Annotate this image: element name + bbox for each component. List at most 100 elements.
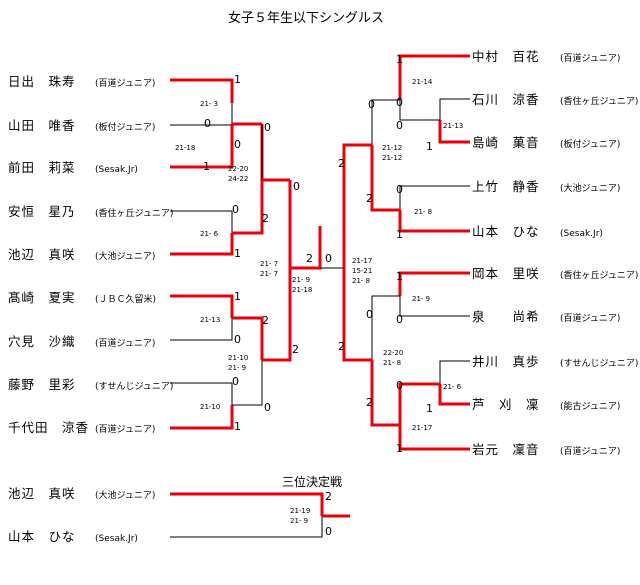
player-name: 千代田 涼香 [8,420,89,435]
round-result: 0 [396,313,403,326]
player-team: (板付ジュニア) [560,138,620,150]
scores-left: 21- 3 1 0 21-18 0 1 22-20 24-22 0 2 21- … [175,73,313,433]
match-score: 21- 8 [414,208,432,216]
player-team: (大池ジュニア) [95,250,155,262]
round-result: 0 [366,308,373,321]
player-name: 藤野 里彩 [8,377,76,392]
round-result: 0 [293,180,300,193]
round-result: 1 [426,140,433,153]
bracket-line [399,185,470,210]
player-team: (ＪＢＣ久留米) [95,293,156,305]
match-score: 21- 7 [260,270,278,278]
match-score: 21- 9 [228,364,246,372]
match-score: 21- 9 [292,276,310,284]
player-team: (香住ヶ丘ジュニア) [95,207,173,219]
round-result: 1 [234,290,241,303]
round-result: 1 [396,442,403,455]
round-result: 0 [325,525,332,538]
player-list-left: 日出 珠寿 (百道ジュニア) 山田 唯香 (板付ジュニア) 前田 莉菜 (Ses… [8,74,173,435]
round-result: 2 [366,192,373,205]
round-result: 0 [264,121,271,134]
round-result: 1 [396,228,403,241]
player-name: 池辺 真咲 [8,247,76,262]
player-team: (Sesak.Jr) [95,534,138,544]
round-result: 1 [396,53,403,66]
bracket-line [399,296,470,317]
match-score: 21- 8 [352,277,370,285]
round-result: 2 [338,340,345,353]
winner-line [170,492,324,516]
match-score: 21-17 [412,424,432,432]
match-score: 21- 9 [412,295,430,303]
player-team: (すせんじジュニア) [560,358,638,369]
player-name: 安恒 星乃 [8,204,76,219]
player-name: 髙崎 夏実 [8,290,76,305]
match-score: 21-17 [352,257,372,265]
winner-line [170,233,234,256]
winner-line [290,226,322,270]
round-result: 1 [234,247,241,260]
bracket-line [371,99,400,145]
round-result: 2 [262,314,269,327]
match-score: 21- 7 [260,260,278,268]
round-result: 2 [292,343,299,356]
winner-line [342,268,372,362]
player-name: 泉 尚希 [472,309,540,324]
match-score: 21-13 [200,316,220,324]
winner-line [398,382,440,425]
match-score: 22-20 [383,349,403,357]
round-result: 1 [426,402,433,415]
winner-line [370,145,400,212]
round-result: 1 [396,270,403,283]
round-result: 0 [325,252,332,265]
player-team: (能古ジュニア) [560,400,620,412]
player-name: 石川 涼香 [472,92,540,107]
round-result: 2 [338,157,345,170]
round-result: 0 [368,98,375,111]
bracket-line [170,382,233,405]
player-name: 岡本 里咲 [472,266,540,281]
match-score: 21-12 [382,144,402,152]
match-score: 21- 6 [443,383,462,391]
player-team: (Sesak.Jr) [95,165,138,175]
match-score: 21- 9 [290,517,308,525]
player-team: (Sesak.Jr) [560,229,603,239]
winner-line [438,120,470,144]
bracket-lines-left [170,78,322,430]
round-result: 2 [262,212,269,225]
winner-line [438,384,470,406]
player-name: 岩元 凜音 [472,442,540,457]
match-score: 21-10 [228,354,248,362]
third-place-title: 三位決定戦 [282,474,342,489]
player-name: 島崎 菓音 [472,135,540,150]
match-score: 24-22 [228,175,248,183]
winner-line [170,294,234,318]
round-result: 0 [264,401,271,414]
player-name: 池辺 真咲 [8,486,76,501]
player-team: (百道ジュニア) [95,423,155,435]
round-result: 0 [232,203,239,216]
player-name: 前田 莉菜 [8,160,76,175]
round-result: 1 [234,73,241,86]
winner-line [370,360,400,427]
bracket-lines-third [170,492,350,538]
player-team: (百道ジュニア) [95,337,155,349]
player-team: (香住ヶ丘ジュニア) [560,95,638,107]
match-score: 21-12 [382,154,402,162]
player-team: (百道ジュニア) [560,312,620,324]
round-result: 0 [396,96,403,109]
round-result: 0 [396,379,403,392]
bracket-line [399,100,440,121]
round-result: 2 [366,396,373,409]
round-result: 0 [396,119,403,132]
bracket-line [439,360,470,384]
bracket-lines-right [320,54,470,451]
winner-line [398,210,470,233]
round-result: 0 [396,183,403,196]
player-name: 山本 ひな [8,529,76,544]
winner-line [170,124,234,169]
bracket-line [170,516,323,538]
match-score: 22-20 [228,165,248,173]
scores-right: 21-17 15-21 21- 8 0 21-14 1 0 21-13 0 0 … [325,53,463,455]
